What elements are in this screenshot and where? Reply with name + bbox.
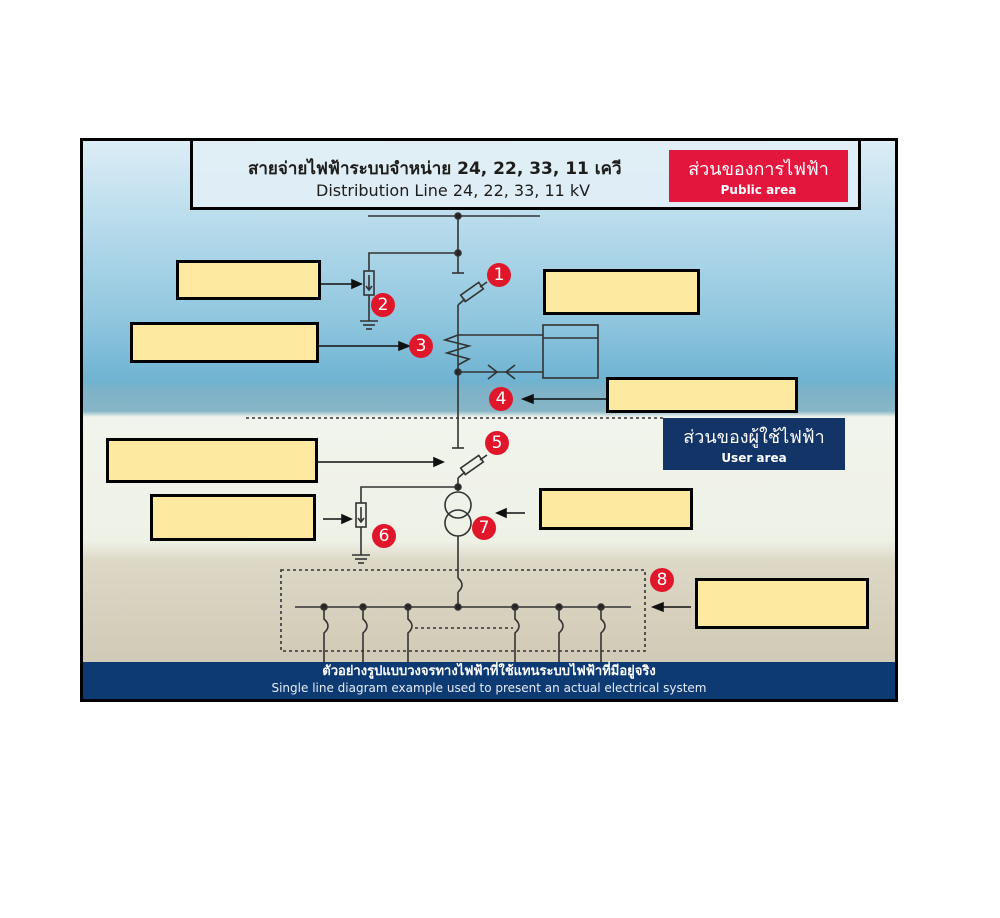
marker-8: 8 [650, 568, 674, 592]
marker-6: 6 [372, 524, 396, 548]
feeder-branch [362, 607, 368, 663]
drop-out-fuse-icon [457, 281, 488, 306]
answer-box-6[interactable] [150, 494, 316, 541]
feeder-branch [600, 607, 606, 663]
public-area-english: Public area [720, 183, 797, 197]
answer-box-5[interactable] [106, 438, 318, 483]
marker-4: 4 [489, 387, 513, 411]
single-line-diagram [246, 212, 691, 663]
public-area-badge: ส่วนของการไฟฟ้า Public area [669, 150, 848, 202]
user-area-badge: ส่วนของผู้ใช้ไฟฟ้า User area [663, 418, 845, 470]
meter-box-icon [542, 324, 599, 379]
answer-box-8[interactable] [695, 578, 869, 629]
feeder-branch [558, 607, 564, 663]
footer-banner: ตัวอย่างรูปแบบวงจรทางไฟฟ้าที่ใช้แทนระบบไ… [83, 662, 895, 699]
feeder-branch [323, 607, 329, 663]
answer-box-7[interactable] [539, 488, 693, 530]
answer-box-2[interactable] [176, 260, 321, 300]
drop-out-fuse-icon [457, 454, 488, 479]
transformer-icon [444, 491, 472, 519]
feeder-branch [407, 607, 413, 663]
user-area-english: User area [721, 451, 787, 465]
footer-thai: ตัวอย่างรูปแบบวงจรทางไฟฟ้าที่ใช้แทนระบบไ… [322, 664, 656, 679]
marker-1: 1 [487, 263, 511, 287]
title-thai: สายจ่ายไฟฟ้าระบบจำหน่าย 24, 22, 33, 11 เ… [248, 159, 622, 179]
bus-node [454, 603, 462, 611]
title-box: สายจ่ายไฟฟ้าระบบจำหน่าย 24, 22, 33, 11 เ… [190, 141, 861, 210]
feeder-branch [514, 607, 520, 663]
marker-5: 5 [485, 431, 509, 455]
diagram-frame: สายจ่ายไฟฟ้าระบบจำหน่าย 24, 22, 33, 11 เ… [80, 138, 898, 702]
marker-3: 3 [409, 334, 433, 358]
answer-box-1[interactable] [543, 269, 700, 315]
footer-english: Single line diagram example used to pres… [271, 681, 707, 695]
main-distribution-board [280, 569, 646, 652]
marker-2: 2 [371, 293, 395, 317]
public-area-thai: ส่วนของการไฟฟ้า [688, 159, 829, 180]
answer-box-4[interactable] [606, 377, 798, 413]
marker-7: 7 [472, 516, 496, 540]
user-area-thai: ส่วนของผู้ใช้ไฟฟ้า [683, 427, 825, 448]
answer-box-3[interactable] [130, 322, 319, 363]
current-transformer-icon [442, 334, 472, 366]
title-english: Distribution Line 24, 22, 33, 11 kV [316, 181, 591, 200]
